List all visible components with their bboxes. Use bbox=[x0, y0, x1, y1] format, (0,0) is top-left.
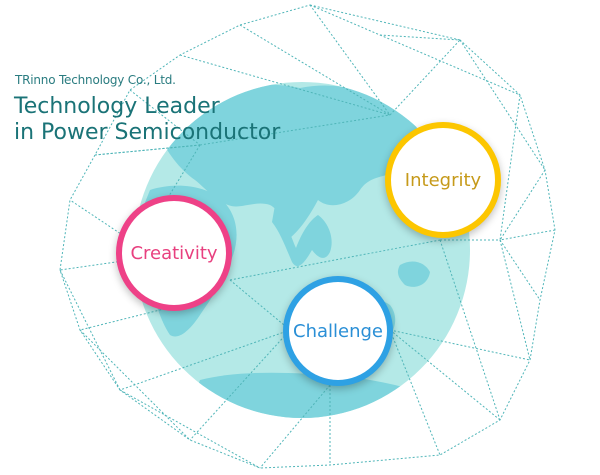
value-circle-integrity: Integrity bbox=[385, 122, 501, 238]
value-label-challenge: Challenge bbox=[293, 320, 383, 342]
value-label-integrity: Integrity bbox=[404, 169, 482, 191]
value-label-creativity: Creativity bbox=[130, 242, 218, 264]
headline-line-1: Technology Leader bbox=[14, 94, 220, 119]
headline-line-2: in Power Semiconductor bbox=[14, 120, 281, 145]
page-title: Technology Leader in Power Semiconductor bbox=[14, 94, 280, 146]
company-name: TRinno Technology Co., Ltd. bbox=[15, 73, 176, 87]
value-circle-creativity: Creativity bbox=[116, 195, 232, 311]
value-circle-challenge: Challenge bbox=[283, 276, 393, 386]
